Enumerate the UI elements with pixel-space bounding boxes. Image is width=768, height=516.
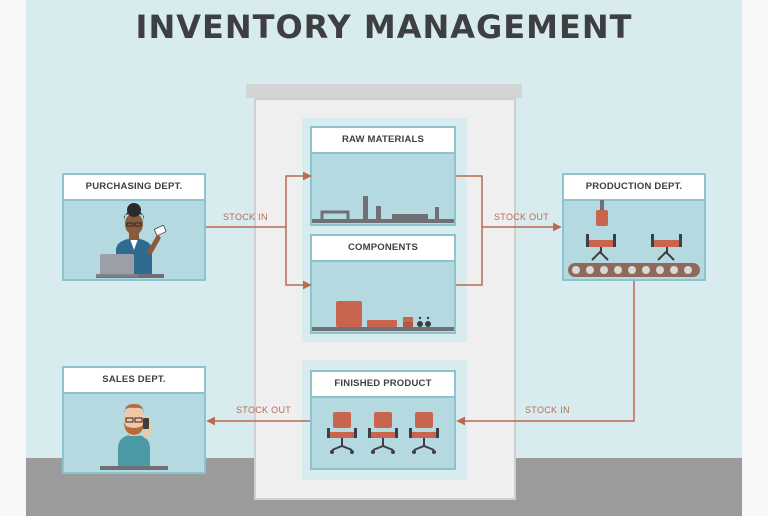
storage-bracket <box>456 175 483 286</box>
sales-dept-title: SALES DEPT. <box>64 368 204 394</box>
page-title: INVENTORY MANAGEMENT <box>135 8 633 46</box>
stock-in-label-finished: STOCK IN <box>525 405 570 415</box>
finished-product-title: FINISHED PRODUCT <box>312 372 454 398</box>
sales-worker <box>100 404 168 470</box>
components-box: COMPONENTS <box>310 234 456 334</box>
production-line <box>568 200 700 277</box>
production-dept-title: PRODUCTION DEPT. <box>564 175 704 201</box>
arrow-to-finished-product <box>456 281 635 426</box>
stock-out-label-sales: STOCK OUT <box>236 405 292 415</box>
raw-materials-box: RAW MATERIALS <box>310 126 456 226</box>
stock-out-label-production: STOCK OUT <box>494 212 550 222</box>
purchasing-worker <box>96 203 167 278</box>
raw-materials-title: RAW MATERIALS <box>312 128 454 154</box>
finished-chairs <box>327 412 439 454</box>
sales-dept-box: SALES DEPT. <box>62 366 206 474</box>
arrow-to-raw-materials <box>285 171 312 227</box>
flow-arrows <box>206 171 635 426</box>
purchasing-dept-title: PURCHASING DEPT. <box>64 175 204 201</box>
warehouse-roof <box>246 84 522 98</box>
raw-materials-shelf <box>312 196 454 223</box>
components-shelf <box>312 301 454 331</box>
arrow-to-components <box>285 227 312 290</box>
components-title: COMPONENTS <box>312 236 454 262</box>
stock-in-label-purchasing: STOCK IN <box>223 212 268 222</box>
